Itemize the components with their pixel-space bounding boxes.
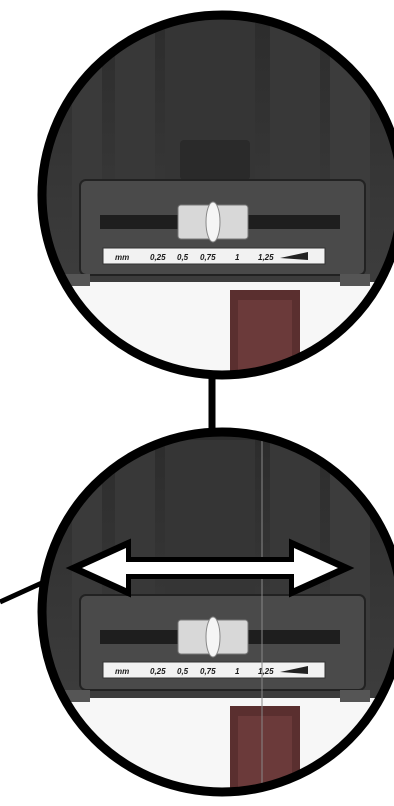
bottom-scale-label-125: 1,25 — [258, 667, 274, 676]
bottom-zoom-panel: mm 0,25 0,5 0,75 1 1,25 — [30, 420, 394, 806]
connector-line-left — [0, 582, 44, 602]
top-scale-label-mm: mm — [115, 253, 129, 262]
top-scale-label-125: 1,25 — [258, 253, 274, 262]
top-zoom-panel: mm 0,25 0,5 0,75 1 1,25 — [30, 0, 394, 402]
bottom-scale-label-025: 0,25 — [150, 667, 166, 676]
bottom-scale-label-mm: mm — [115, 667, 129, 676]
bottom-scale-label-075: 0,75 — [200, 667, 216, 676]
top-scale-label-05: 0,5 — [177, 253, 189, 262]
top-scale-label-075: 0,75 — [200, 253, 216, 262]
bottom-scale-label-1: 1 — [235, 667, 240, 676]
top-scale-label-1: 1 — [235, 253, 240, 262]
top-scale-label-025: 0,25 — [150, 253, 166, 262]
bottom-scale-label-05: 0,5 — [177, 667, 189, 676]
